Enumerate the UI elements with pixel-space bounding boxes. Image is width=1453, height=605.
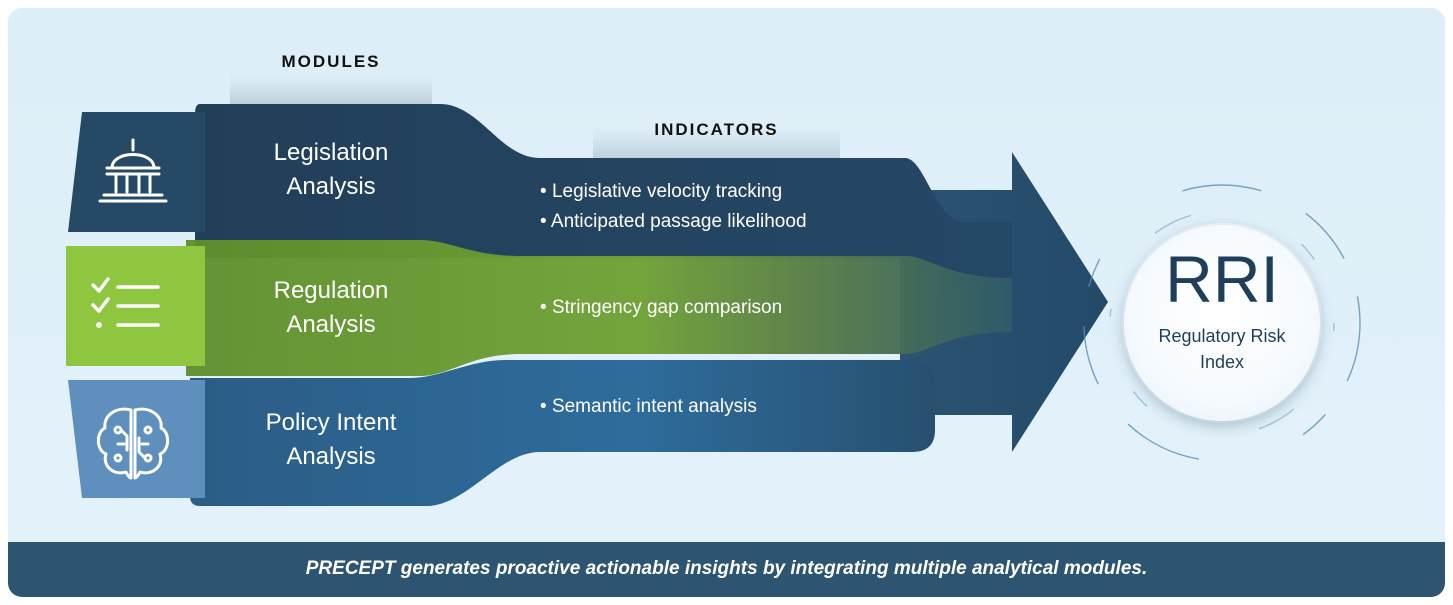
- legislation-icon-tab: [68, 112, 205, 232]
- legislation-label-line1: Legislation: [273, 139, 389, 166]
- legislation-label-line2: Analysis: [286, 173, 376, 200]
- indicator-semantic-intent: Semantic intent analysis: [540, 393, 757, 421]
- rri-orbit-rings: [1083, 184, 1361, 462]
- indicator-legislative-velocity: Legislative velocity tracking: [540, 178, 782, 206]
- policy-intent-label-line1: Policy Intent: [265, 409, 397, 436]
- policy-intent-analysis-label: Policy Intent Analysis: [236, 406, 426, 474]
- indicators-heading: INDICATORS: [654, 120, 779, 139]
- capitol-building-icon: [98, 138, 168, 203]
- footer-banner: PRECEPT generates proactive actionable i…: [8, 542, 1445, 597]
- indicator-passage-likelihood: Anticipated passage likelihood: [540, 208, 807, 236]
- modules-heading-shade: [230, 72, 432, 104]
- rri-output-circle: RRI Regulatory Risk Index: [1124, 225, 1320, 421]
- regulation-label-line2: Analysis: [286, 311, 376, 338]
- indicators-heading-shade: [593, 127, 840, 159]
- checklist-icon: [91, 277, 160, 328]
- rri-abbreviation: RRI: [1165, 242, 1279, 316]
- footer-text: PRECEPT generates proactive actionable i…: [305, 558, 1148, 579]
- regulation-label-line1: Regulation: [273, 277, 389, 304]
- modules-heading: MODULES: [281, 52, 381, 71]
- indicator-stringency-gap: Stringency gap comparison: [540, 294, 782, 322]
- policy-intent-label-line2: Analysis: [286, 443, 376, 470]
- legislation-analysis-label: Legislation Analysis: [236, 136, 426, 204]
- regulation-analysis-label: Regulation Analysis: [236, 274, 426, 342]
- brain-circuit-icon: [96, 407, 170, 480]
- rri-full-name: Regulatory Risk Index: [1158, 326, 1286, 372]
